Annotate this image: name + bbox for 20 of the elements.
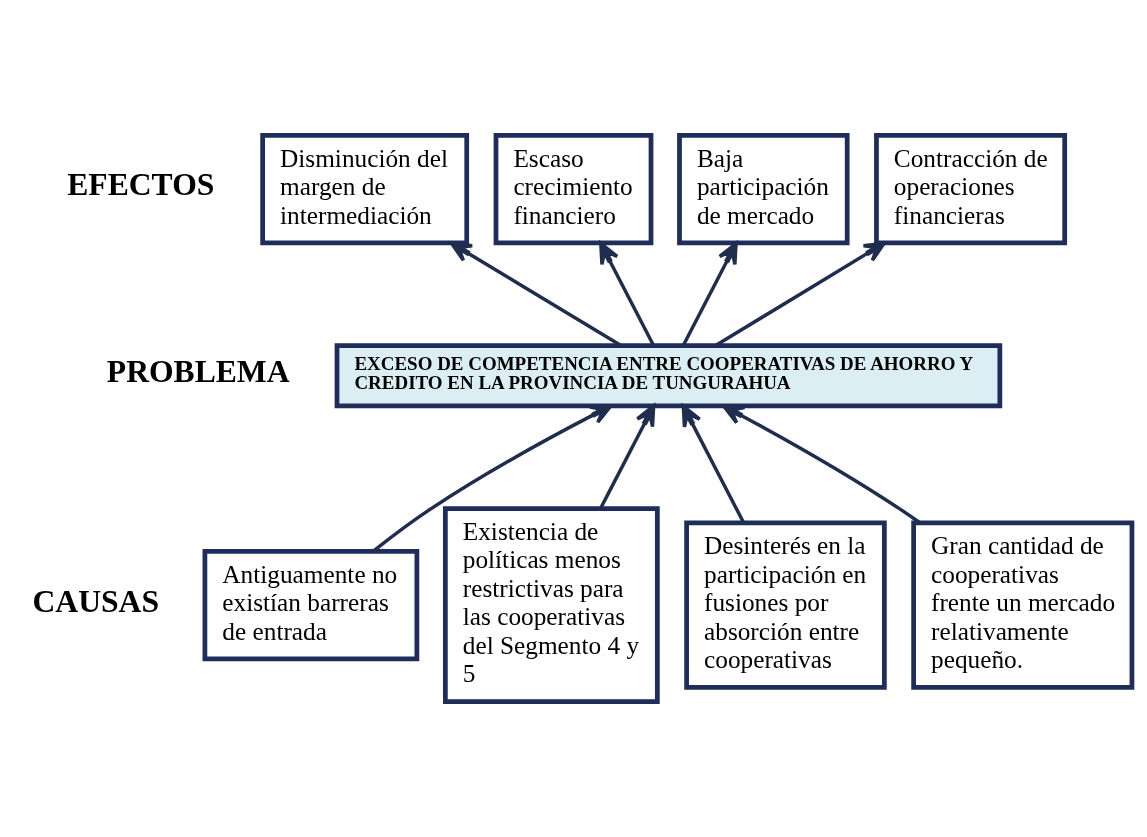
label: EFECTOS (67, 167, 215, 203)
node-box: Antiguamente no existían barreras de entrada (202, 549, 420, 662)
node-box: EXCESO DE COMPETENCIA ENTRE COOPERATIVAS DE AHORRO Y CREDITO EN LA PROVINCIA DE TUNGURAHUA (334, 343, 1003, 409)
arrow (681, 404, 746, 524)
node-box: Contracción de operaciones financieras (874, 132, 1068, 246)
arrow (372, 404, 613, 553)
arrow (599, 404, 656, 510)
label: PROBLEMA (106, 354, 290, 390)
label: CAUSAS (32, 583, 159, 619)
node-box: Baja participación de mercado (677, 132, 850, 246)
node-box: Disminución del margen de intermediación (260, 132, 470, 246)
node-box: Gran cantidad de cooperativas frente un mercado relativamente pequeño. (911, 520, 1135, 690)
arrow (722, 404, 921, 525)
arrow (599, 241, 656, 347)
arrow (714, 241, 886, 348)
node-box: Desinterés en la participación en fusiones por absorción entre cooperativas (684, 520, 887, 690)
node-box: Escaso crecimiento financiero (493, 132, 654, 246)
arrow (449, 241, 622, 348)
arrow (681, 241, 738, 347)
node-box: Existencia de políticas menos restrictivas para las cooperativas del Segmento 4 y 5 (443, 506, 660, 705)
